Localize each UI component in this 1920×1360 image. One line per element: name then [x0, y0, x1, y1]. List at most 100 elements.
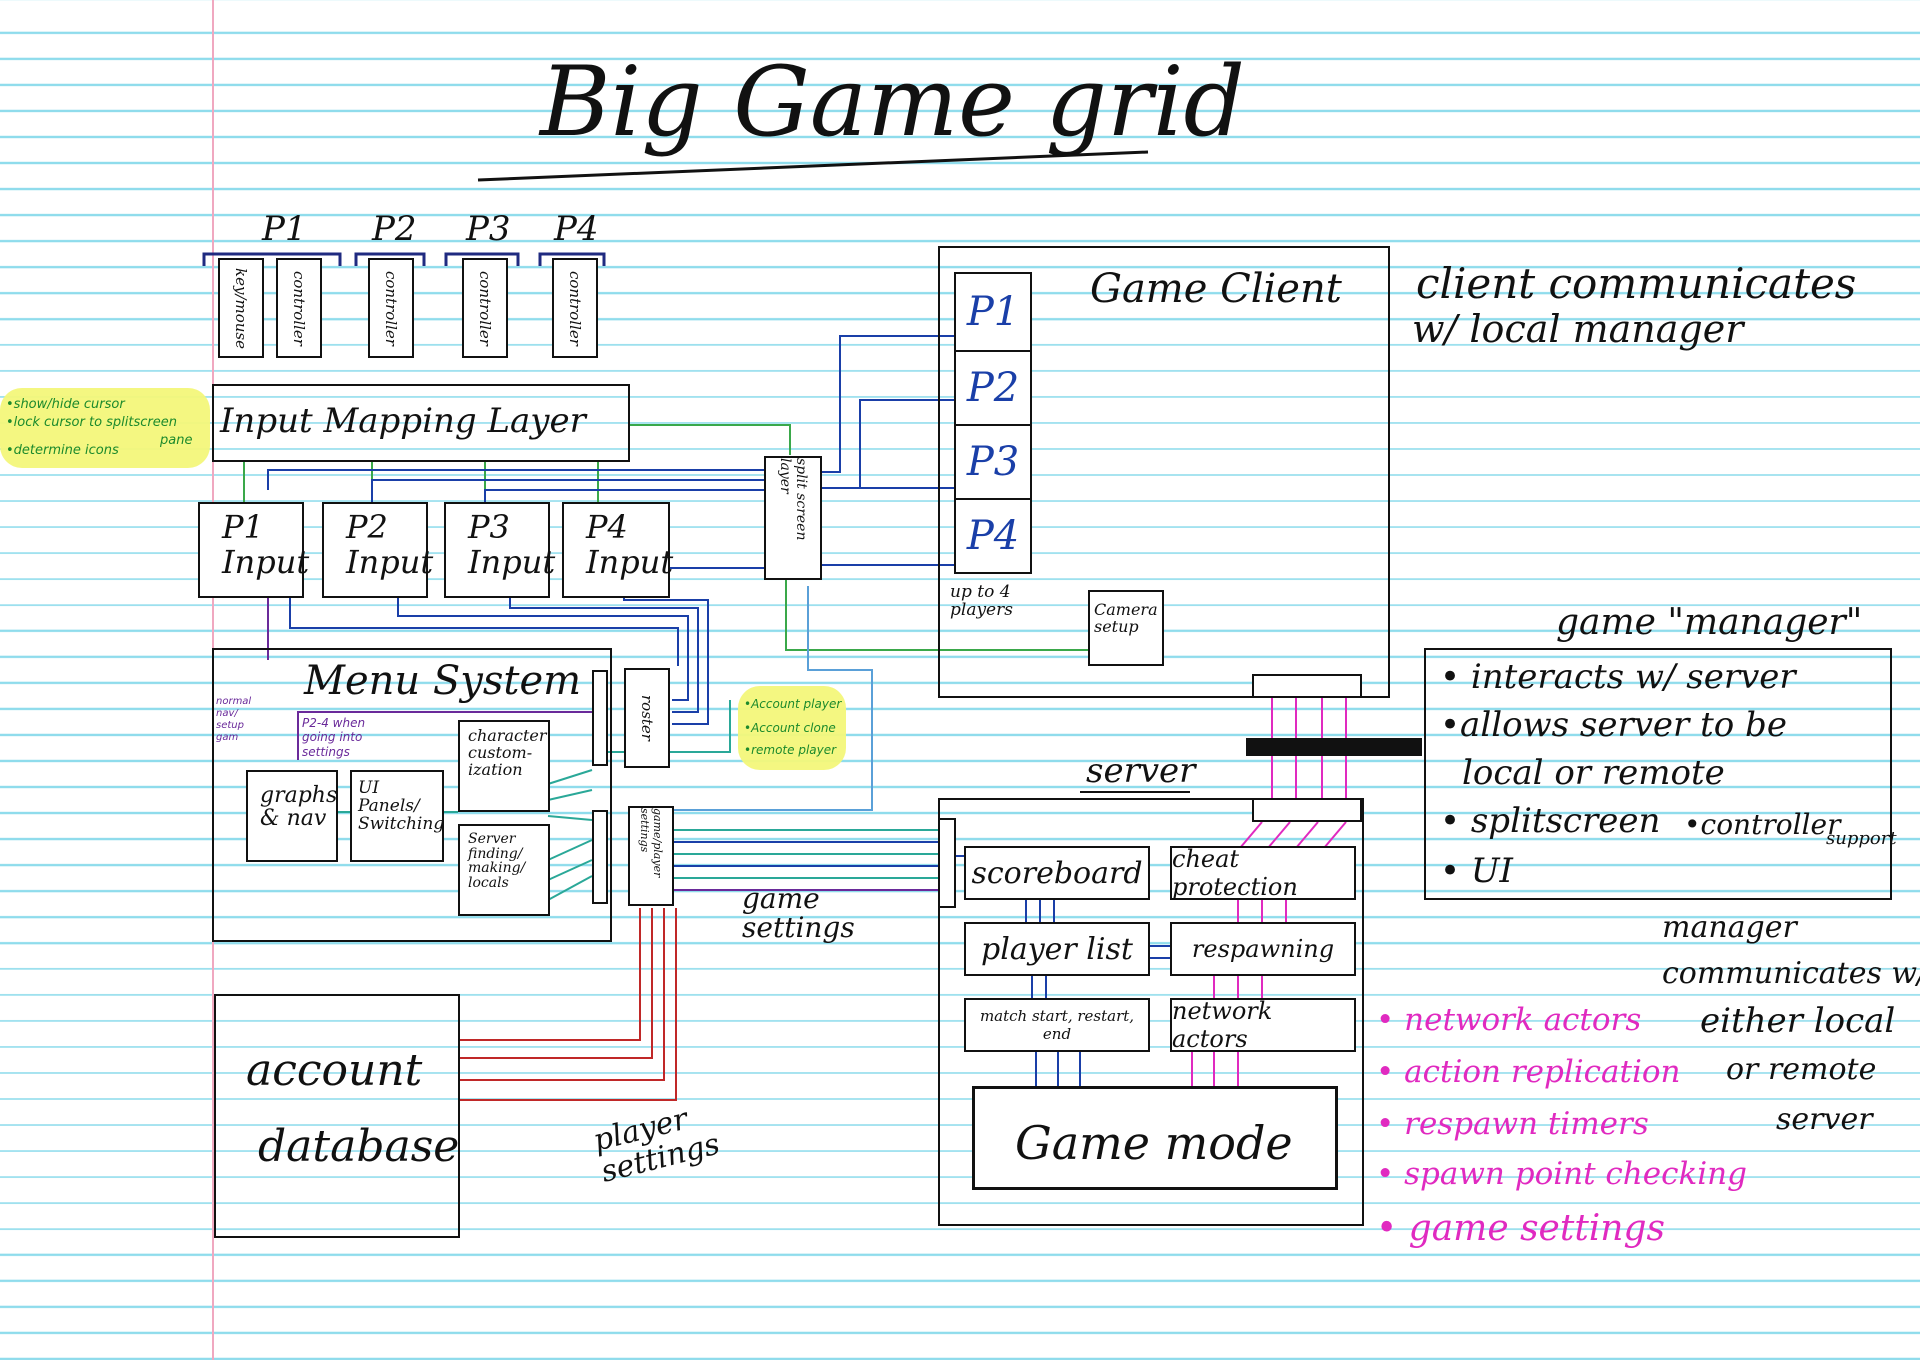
game-settings-label: game settings — [742, 882, 855, 945]
client-slot-p3: P3 — [954, 424, 1032, 500]
menu-settings-connector — [592, 810, 608, 904]
server-title: server — [1086, 751, 1196, 791]
server-feature-action-replication: • action replication — [1376, 1054, 1681, 1090]
menu-system-title: Menu System — [304, 658, 582, 704]
server-cheat-protection: cheat protection — [1170, 845, 1356, 901]
client-slot-note: up to 4 players — [950, 582, 1013, 620]
server-box — [938, 798, 1364, 1226]
menu-ui-panels-label: UI Panels/ Switching — [358, 778, 445, 834]
server-feature-respawn-timers: • respawn timers — [1376, 1106, 1649, 1142]
client-slot-p1: P1 — [954, 272, 1032, 352]
server-player-list: player list — [964, 922, 1150, 976]
menu-system: Menu System — [212, 648, 612, 942]
game-manager: • interacts w/ server •allows server to … — [1424, 648, 1897, 900]
server-network-actors: network actors — [1170, 997, 1356, 1053]
p3-input-label: Input — [468, 543, 556, 582]
bracket-label-p4: P4 — [554, 209, 599, 249]
menu-p24-note: P2-4 when going into settings — [302, 716, 366, 759]
server-top-connector-a — [1252, 674, 1362, 698]
input-note-pane: pane — [160, 433, 193, 448]
game-mode-label: Game mode — [1015, 1116, 1293, 1170]
menu-character-label: character custom- ization — [468, 726, 547, 779]
game-client-title: Game Client — [1090, 266, 1342, 312]
camera-setup-label: Camera setup — [1094, 600, 1158, 636]
bracket-label-p2: P2 — [372, 209, 417, 249]
device-controller-2: controller — [368, 258, 414, 358]
account-db-line-1: account — [246, 1045, 423, 1096]
client-slot-p2: P2 — [954, 350, 1032, 426]
bracket-label-p1: P1 — [262, 209, 307, 249]
client-note-line-2: w/ local manager — [1412, 307, 1744, 351]
device-controller-3: controller — [462, 258, 508, 358]
account-database: account database — [214, 994, 460, 1238]
p1-input-label: Input — [222, 543, 310, 582]
manager-bullet-4: •controller — [1684, 808, 1841, 841]
roster-note-account-player: •Account player — [744, 697, 842, 711]
client-slot-p4: P4 — [954, 498, 1032, 574]
manager-note-2: communicates w/ — [1662, 956, 1920, 991]
menu-graphs-nav-label: graphs & nav — [260, 783, 338, 832]
input-note-cursor: •show/hide cursor — [6, 397, 125, 412]
manager-note-3: either local — [1700, 1001, 1896, 1041]
server-game-mode: Game mode — [972, 1086, 1338, 1190]
device-controller-1: controller — [276, 258, 322, 358]
server-respawning: respawning — [1170, 922, 1356, 976]
split-screen-layer: split screen layer — [764, 456, 822, 580]
menu-server-finding-label: Server finding/ making/ locals — [468, 831, 526, 892]
manager-bullet-4b: support — [1826, 828, 1897, 849]
server-scoreboard: scoreboard — [964, 846, 1150, 900]
manager-bullet-3: • splitscreen — [1440, 801, 1661, 841]
account-db-line-2: database — [258, 1121, 460, 1172]
input-note-icons: •determine icons — [6, 443, 119, 458]
menu-nav-note: normal nav/ setup gam — [216, 696, 252, 743]
server-feature-network-actors: • network actors — [1376, 1002, 1642, 1038]
manager-title: game "manager" — [1556, 602, 1863, 643]
input-mapping-layer: Input Mapping Layer — [212, 384, 630, 462]
roster-note-remote-player: •remote player — [744, 743, 837, 757]
manager-note-5: server — [1776, 1102, 1873, 1137]
input-notes-highlight — [0, 388, 210, 468]
server-feature-game-settings: • game settings — [1376, 1208, 1666, 1249]
diagram-title: Big Game grid — [540, 46, 1245, 158]
server-match-start: match start, restart, end — [964, 998, 1150, 1052]
roster-notes-highlight — [738, 686, 846, 770]
roster-box: roster — [624, 668, 670, 768]
manager-bullet-2b: local or remote — [1462, 753, 1725, 793]
client-note-line-1: client communicates — [1416, 259, 1857, 308]
server-feature-spawn-point: • spawn point checking — [1376, 1156, 1747, 1192]
game-client: Game Client — [938, 246, 1390, 698]
server-side-connector — [938, 818, 956, 908]
manager-bullet-1: • interacts w/ server — [1440, 657, 1796, 697]
manager-note-1: manager — [1662, 910, 1797, 945]
input-mapping-label: Input Mapping Layer — [220, 401, 586, 441]
bracket-label-p3: P3 — [466, 209, 511, 249]
roster-note-account-clone: •Account clone — [744, 721, 836, 735]
input-note-lock: •lock cursor to splitscreen — [6, 415, 178, 430]
menu-server-finding: Server finding/ making/ locals — [458, 824, 550, 916]
menu-graphs-nav: graphs & nav — [246, 770, 338, 862]
p3-input-player: P3 — [468, 508, 510, 546]
p1-input-player: P1 — [222, 508, 264, 546]
device-controller-4: controller — [552, 258, 598, 358]
game-player-settings-box: game/player settings — [628, 806, 674, 906]
camera-setup: Camera setup — [1088, 590, 1164, 666]
menu-character-customization: character custom- ization — [458, 720, 550, 812]
menu-roster-connector — [592, 670, 608, 766]
manager-bullet-5: • UI — [1440, 851, 1513, 891]
menu-ui-panels: UI Panels/ Switching — [350, 770, 444, 862]
p4-input-label: Input — [586, 543, 674, 582]
p4-input-player: P4 — [586, 508, 628, 546]
manager-bullet-2: •allows server to be — [1440, 705, 1787, 745]
p2-input-player: P2 — [346, 508, 388, 546]
server-top-connector-b — [1252, 798, 1362, 822]
p2-input-label: Input — [346, 543, 434, 582]
device-key-mouse: key/mouse — [218, 258, 264, 358]
manager-note-4: or remote — [1726, 1052, 1877, 1087]
